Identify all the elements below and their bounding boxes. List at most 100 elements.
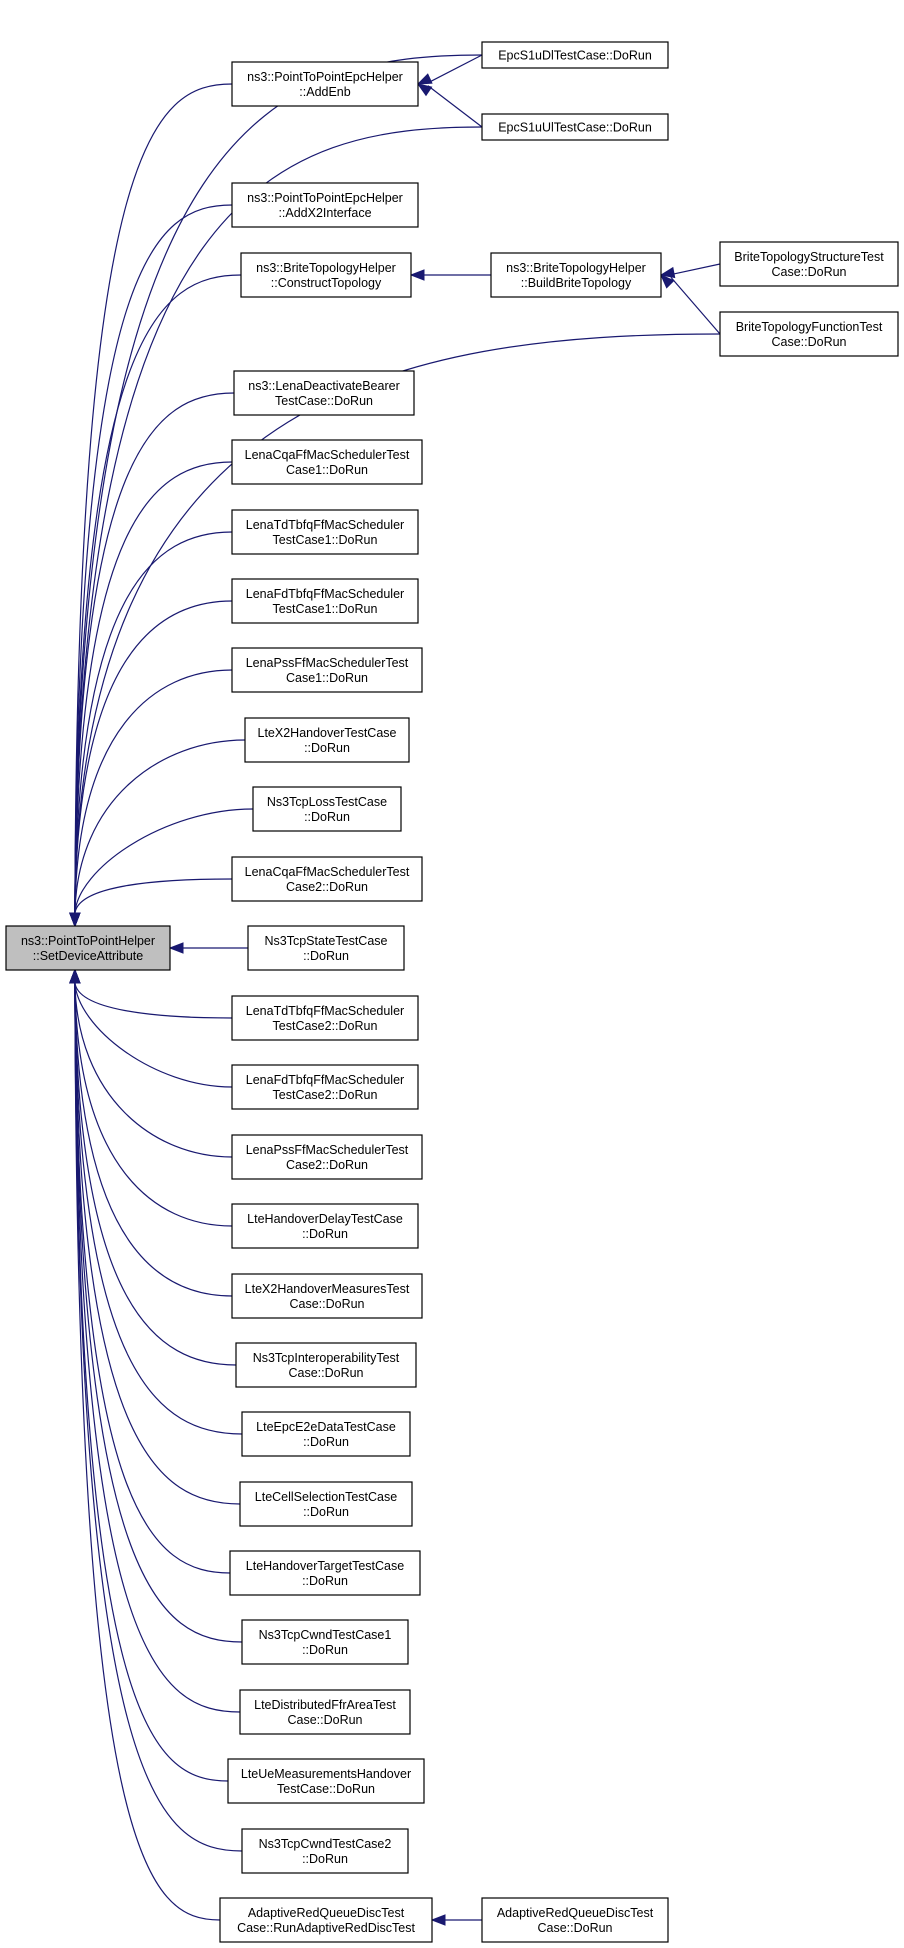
node-box (239, 1481, 413, 1527)
node-label-line: EpcS1uUlTestCase::DoRun (498, 121, 652, 135)
edges-layer (69, 54, 721, 1926)
node-box (239, 1689, 411, 1735)
node-label-line: ns3::PointToPointEpcHelper (247, 191, 403, 205)
graph-node-construct[interactable]: ns3::BriteTopologyHelper::ConstructTopol… (240, 252, 412, 298)
call-edge-epcul-to-root (74, 126, 483, 915)
node-label-line: TestCase1::DoRun (273, 533, 378, 547)
node-box (5, 925, 171, 971)
node-label-line: LenaPssFfMacSchedulerTest (246, 1143, 409, 1157)
call-edge-cwnd2-to-root (74, 981, 243, 1852)
graph-node-addenb[interactable]: ns3::PointToPointEpcHelper::AddEnb (231, 61, 419, 107)
node-label-line: TestCase2::DoRun (273, 1019, 378, 1033)
arrowhead-epcdl-to-addenb (416, 73, 433, 85)
node-box (241, 1828, 409, 1874)
node-box (219, 1897, 433, 1943)
node-box (719, 241, 899, 287)
node-label-line: ::DoRun (304, 810, 350, 824)
node-label-line: LteHandoverTargetTestCase (246, 1559, 404, 1573)
call-edge-x2measures-to-root (74, 981, 233, 1297)
graph-node-ltex2ho[interactable]: LteX2HandoverTestCase::DoRun (244, 717, 410, 763)
call-edge-britefunc-to-buildbrite (670, 276, 721, 335)
graph-node-cwnd2[interactable]: Ns3TcpCwndTestCase2::DoRun (241, 1828, 409, 1874)
node-label-line: Ns3TcpLossTestCase (267, 795, 387, 809)
node-label-line: Case::DoRun (287, 1713, 362, 1727)
call-edge-tdtbfq2-to-root (74, 981, 233, 1019)
call-edge-pss1-to-root (74, 669, 233, 915)
node-box (231, 856, 423, 902)
call-edge-aredrun-to-root (74, 981, 221, 1921)
node-box (481, 113, 669, 141)
node-label-line: BriteTopologyFunctionTest (736, 320, 883, 334)
arrowhead-britestruct-to-buildbrite (659, 266, 676, 279)
call-edge-fdtbfq1-to-root (74, 600, 233, 915)
node-label-line: ::AddEnb (299, 85, 350, 99)
node-box (231, 182, 419, 228)
node-box (231, 647, 423, 693)
node-box (231, 1273, 423, 1319)
node-label-line: ns3::BriteTopologyHelper (256, 261, 396, 275)
call-edge-epcdl-to-root (74, 54, 483, 915)
node-box (481, 1897, 669, 1943)
node-label-line: TestCase2::DoRun (273, 1088, 378, 1102)
graph-node-tcpstate[interactable]: Ns3TcpStateTestCase::DoRun (247, 925, 405, 971)
call-edge-addx2-to-root (74, 204, 233, 915)
graph-node-hodelay[interactable]: LteHandoverDelayTestCase::DoRun (231, 1203, 419, 1249)
call-edge-ltex2ho-to-root (74, 739, 246, 915)
graph-node-buildbrite[interactable]: ns3::BriteTopologyHelper::BuildBriteTopo… (490, 252, 662, 298)
node-label-line: LteEpcE2eDataTestCase (256, 1420, 396, 1434)
graph-node-epce2e[interactable]: LteEpcE2eDataTestCase::DoRun (241, 1411, 411, 1457)
call-edge-cellsel-to-root (74, 981, 241, 1505)
graph-node-epcul[interactable]: EpcS1uUlTestCase::DoRun (481, 113, 669, 141)
graph-node-aredrun[interactable]: AdaptiveRedQueueDiscTestCase::RunAdaptiv… (219, 1897, 433, 1943)
call-edge-epcdl-to-addenb (427, 54, 483, 84)
node-label-line: ::DoRun (302, 1227, 348, 1241)
arrowhead-tcpstate-to-root (168, 942, 184, 954)
call-edge-cwnd1-to-root (74, 981, 243, 1643)
graph-node-epcdl[interactable]: EpcS1uDlTestCase::DoRun (481, 41, 669, 69)
node-box (231, 1064, 419, 1110)
call-edge-pss2-to-root (74, 981, 233, 1158)
graph-node-root: ns3::PointToPointHelper::SetDeviceAttrib… (5, 925, 171, 971)
node-label-line: ::DoRun (302, 1852, 348, 1866)
arrowhead-areddorun-to-aredrun (430, 1914, 446, 1926)
node-label-line: Ns3TcpStateTestCase (265, 934, 388, 948)
node-label-line: ::ConstructTopology (271, 276, 382, 290)
graph-node-cwnd1[interactable]: Ns3TcpCwndTestCase1::DoRun (241, 1619, 409, 1665)
node-box (231, 61, 419, 107)
call-edge-uemeas-to-root (74, 981, 229, 1782)
arrowhead-britefunc-to-buildbrite (660, 274, 675, 289)
node-label-line: LteHandoverDelayTestCase (247, 1212, 403, 1226)
node-box (241, 1411, 411, 1457)
node-label-line: Case2::DoRun (286, 880, 368, 894)
arrowhead-cqa2-to-root (69, 912, 81, 928)
graph-node-cellsel[interactable]: LteCellSelectionTestCase::DoRun (239, 1481, 413, 1527)
graph-node-addx2[interactable]: ns3::PointToPointEpcHelper::AddX2Interfa… (231, 182, 419, 228)
node-box (233, 370, 415, 416)
node-label-line: ::DoRun (303, 949, 349, 963)
node-label-line: LteX2HandoverMeasuresTest (245, 1282, 410, 1296)
node-label-line: Case1::DoRun (286, 463, 368, 477)
graph-node-tcploss[interactable]: Ns3TcpLossTestCase::DoRun (252, 786, 402, 832)
node-box (227, 1758, 425, 1804)
graph-node-hotarget[interactable]: LteHandoverTargetTestCase::DoRun (229, 1550, 421, 1596)
call-edge-ffrarea-to-root (74, 981, 241, 1713)
call-edge-construct-to-root (74, 274, 242, 915)
node-label-line: Case2::DoRun (286, 1158, 368, 1172)
node-label-line: ::DoRun (302, 1574, 348, 1588)
